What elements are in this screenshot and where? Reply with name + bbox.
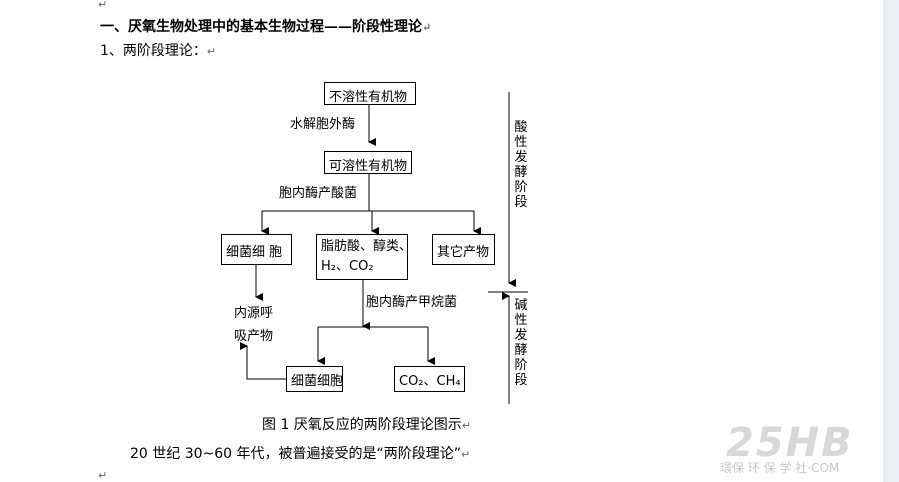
arrow-cell2-to-endogenous <box>240 342 286 380</box>
label-endogenous-line1: 内源呼 <box>234 306 274 321</box>
body-paragraph-text: 20 世纪 30~60 年代，被普遍接受的是“两阶段理论” <box>130 446 462 462</box>
paragraph-mark: ↵ <box>98 0 108 11</box>
box-insoluble-organics: 不溶性有机物 <box>324 82 416 105</box>
label-acid-bacteria: 胞内酶产酸菌 <box>279 186 358 201</box>
subheading: 1、两阶段理论：↵ <box>100 40 216 60</box>
section-heading-text: 一、厌氧生物处理中的基本生物过程——阶段性理论 <box>100 19 422 35</box>
paragraph-mark: ↵ <box>422 21 432 34</box>
watermark-subtext: 環保 环 保 学 社·COM <box>720 461 840 475</box>
paragraph-mark: ↵ <box>461 419 472 432</box>
box-co2-ch4: CO₂、CH₄ <box>394 366 465 392</box>
box-insoluble-label: 不溶性有机物 <box>329 90 408 105</box>
label-hydrolysis: 水解胞外酶 <box>290 117 356 132</box>
label-methane-bacteria: 胞内酶产甲烷菌 <box>366 295 458 310</box>
label-acid-phase: 酸性发酵阶段 <box>514 120 528 210</box>
watermark-logo-text: 25HB <box>726 420 854 466</box>
box-fatty-acids-line1: 脂肪酸、醇类、 <box>321 239 413 254</box>
box-bacteria-cell: 细菌细 胞 <box>221 234 292 265</box>
box-other-products: 其它产物 <box>432 234 495 265</box>
box-bacteria-cell-2: 细菌细胞 <box>286 366 343 392</box>
box-bacteria-cell-label: 细菌细 胞 <box>226 245 283 260</box>
figure-caption: 图 1 厌氧反应的两阶段理论图示↵ <box>262 414 471 434</box>
subheading-text: 1、两阶段理论： <box>100 43 207 59</box>
box-other-products-label: 其它产物 <box>437 245 490 260</box>
paragraph-mark: ↵ <box>206 45 217 58</box>
section-heading: 一、厌氧生物处理中的基本生物过程——阶段性理论↵ <box>100 16 431 36</box>
label-endogenous-line2: 吸产物 <box>234 329 274 344</box>
box-soluble-organics: 可溶性有机物 <box>324 151 412 174</box>
box-bacteria-cell-2-label: 细菌细胞 <box>291 374 344 389</box>
paragraph-mark: ↵ <box>98 469 108 482</box>
box-soluble-label: 可溶性有机物 <box>329 159 408 174</box>
figure-caption-text: 图 1 厌氧反应的两阶段理论图示 <box>262 417 462 433</box>
label-alkaline-phase: 碱性发酵阶段 <box>514 298 528 388</box>
site-watermark: 25HB 環保 环 保 学 社·COM <box>716 420 894 482</box>
box-fatty-acids-line2: H₂、CO₂ <box>321 259 374 274</box>
box-co2-ch4-label: CO₂、CH₄ <box>399 374 461 389</box>
body-paragraph: 20 世纪 30~60 年代，被普遍接受的是“两阶段理论”↵ <box>130 443 470 463</box>
paragraph-mark: ↵ <box>461 448 471 461</box>
box-fatty-acids: 脂肪酸、醇类、 H₂、CO₂ <box>316 234 413 280</box>
page-margin-scroll-area <box>883 0 899 482</box>
